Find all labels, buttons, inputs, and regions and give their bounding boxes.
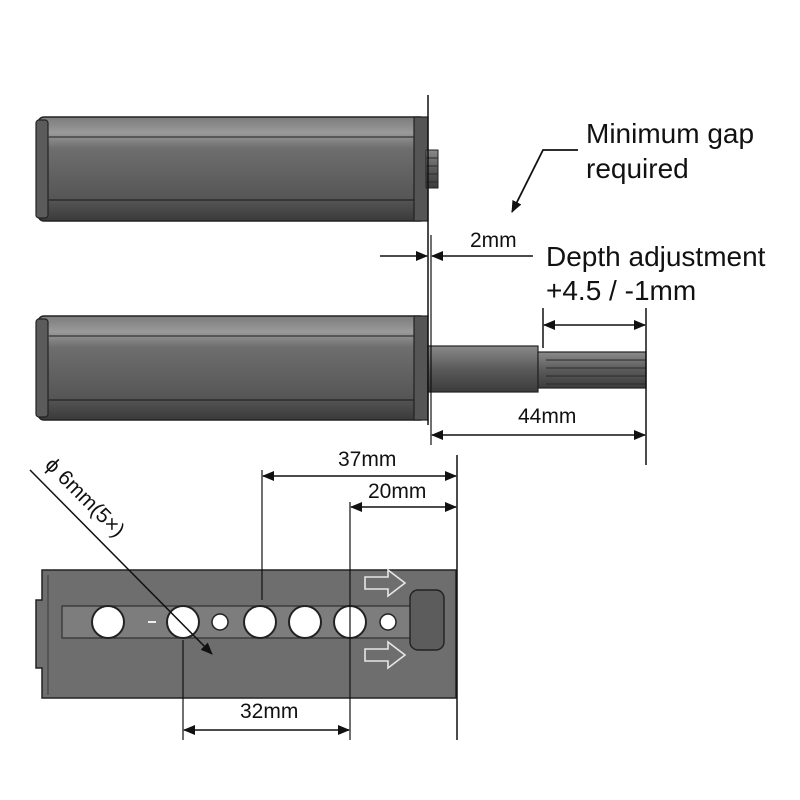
latch-body [37, 116, 427, 222]
hole-diameter-label: ϕ 6mm(5×) [40, 453, 129, 542]
latch-end-cap [35, 318, 49, 418]
extension-dimension-label: 44mm [518, 405, 576, 428]
dimension-label-37: 37mm [338, 448, 396, 471]
mounting-hole [166, 605, 200, 639]
gap-dimension-label: 2mm [470, 229, 517, 252]
minimum-gap-label-line2: required [586, 153, 689, 184]
latch-body [37, 315, 427, 421]
minimum-gap-leader-arrow [511, 149, 578, 213]
latch-plunger-rod [427, 345, 539, 393]
dimension-label-32: 32mm [240, 700, 298, 723]
minimum-gap-label-line1: Minimum gap [586, 118, 754, 149]
latch-plan-view [35, 568, 457, 699]
plan-view-latch-nub [409, 589, 445, 651]
latch-plunger-tip [425, 149, 439, 189]
depth-adjustment-range: +4.5 / -1mm [546, 275, 696, 306]
depth-adjustment-label: Depth adjustment [546, 241, 766, 272]
mounting-hole [91, 605, 125, 639]
latch-extended [35, 315, 647, 421]
hole-diameter-leader [29, 469, 213, 655]
mounting-hole [288, 605, 322, 639]
latch-retracted [35, 116, 439, 222]
latch-plunger-tip [537, 351, 647, 389]
arrow-right-icon [364, 640, 407, 670]
dimension-label-20: 20mm [368, 480, 426, 503]
mounting-hole [243, 605, 277, 639]
small-pin-hole [211, 613, 229, 631]
latch-end-cap [35, 119, 49, 219]
small-pin-hole [379, 613, 397, 631]
latch-front-collar [413, 315, 429, 421]
arrow-right-icon [364, 568, 407, 598]
